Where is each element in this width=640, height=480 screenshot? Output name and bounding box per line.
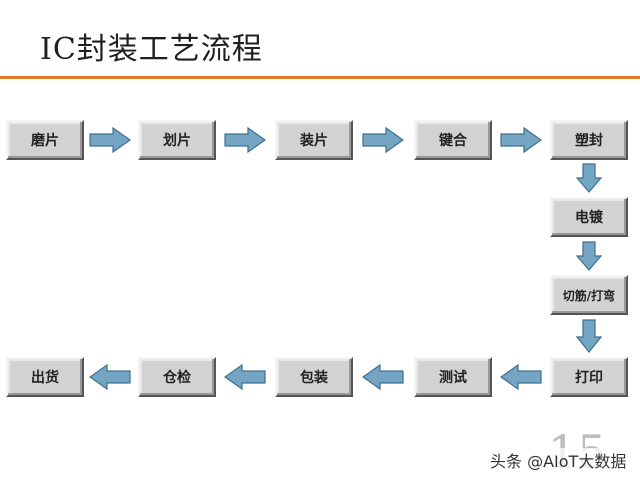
step-box-die-attach: 装片 (275, 120, 353, 160)
arrow-right-icon (89, 127, 131, 153)
step-box-molding: 塑封 (550, 120, 628, 160)
step-label: 包装 (300, 370, 328, 386)
step-label: 磨片 (31, 133, 59, 149)
step-label: 打印 (575, 370, 603, 386)
page-title: IC封装工艺流程 (40, 32, 263, 67)
step-box-marking: 打印 (550, 357, 628, 397)
step-box-wire-bonding: 键合 (414, 120, 492, 160)
step-label: 出货 (31, 370, 59, 386)
step-box-plating: 电镀 (550, 197, 628, 237)
arrow-down-icon (576, 241, 602, 271)
step-box-trim-form: 切筋/打弯 (550, 275, 628, 315)
step-box-shipment: 出货 (6, 357, 84, 397)
step-label: 电镀 (575, 210, 603, 226)
step-label: 划片 (163, 133, 191, 149)
step-box-inspection: 仓检 (138, 357, 216, 397)
arrow-left-icon (89, 364, 131, 390)
arrow-right-icon (500, 127, 542, 153)
step-label: 塑封 (575, 133, 603, 149)
step-label: 测试 (439, 370, 467, 386)
arrow-down-icon (576, 163, 602, 193)
step-label: 装片 (300, 133, 328, 149)
step-box-grinding: 磨片 (6, 120, 84, 160)
arrow-right-icon (362, 127, 404, 153)
step-box-packing: 包装 (275, 357, 353, 397)
watermark: 头条 @AIoT大数据 (486, 448, 631, 472)
arrow-down-icon (576, 319, 602, 353)
arrow-left-icon (500, 364, 542, 390)
step-label: 键合 (439, 133, 467, 149)
step-box-dicing: 划片 (138, 120, 216, 160)
arrow-right-icon (224, 127, 266, 153)
step-label: 仓检 (163, 370, 191, 386)
step-label: 切筋/打弯 (562, 288, 616, 303)
step-box-testing: 测试 (414, 357, 492, 397)
title-divider (0, 76, 640, 79)
arrow-left-icon (362, 364, 404, 390)
arrow-left-icon (224, 364, 266, 390)
